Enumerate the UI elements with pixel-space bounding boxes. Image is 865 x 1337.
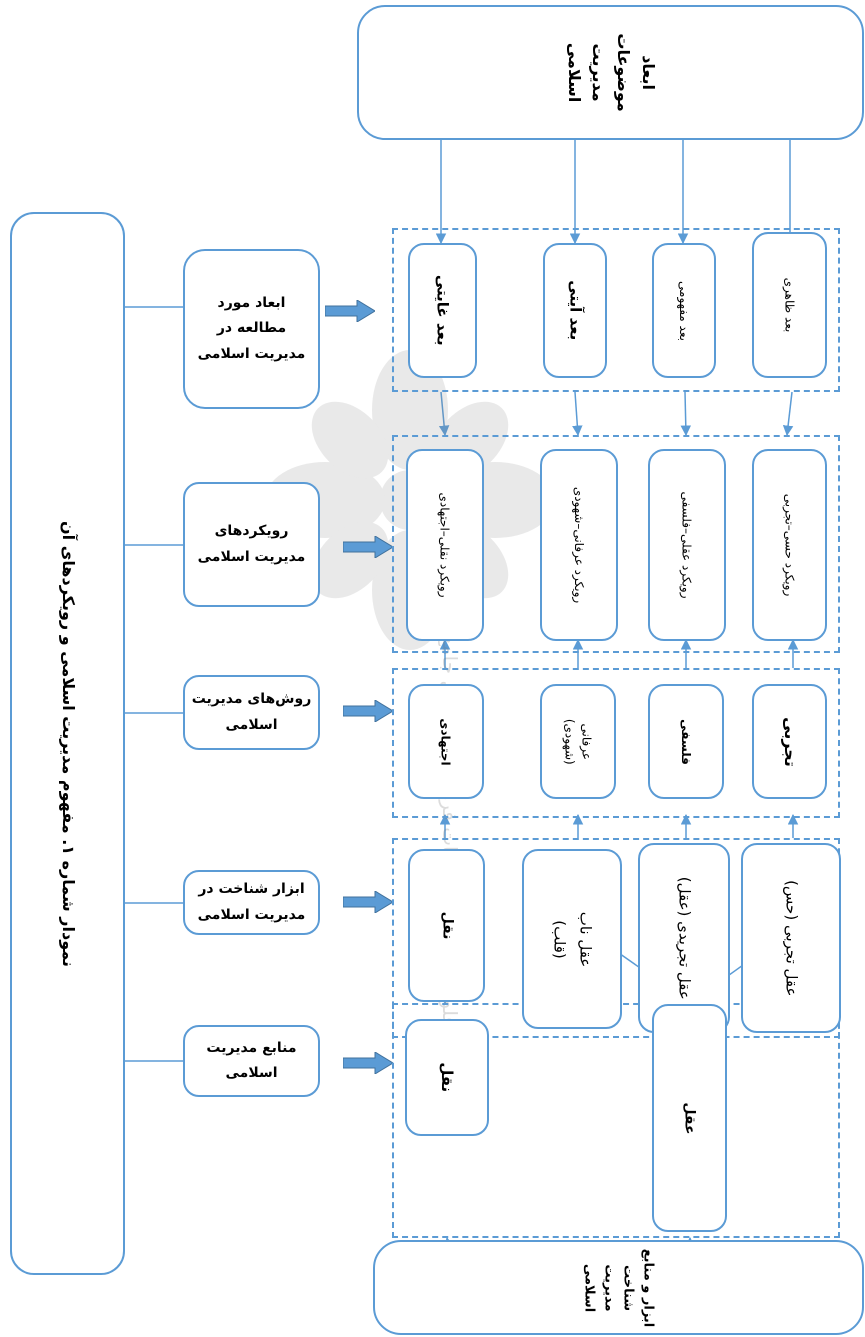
fat-arrow-methods: [343, 700, 393, 722]
top-box: ابعاد موضوعات مدیریت اسلامی: [357, 5, 864, 140]
dimension-ayati: بعد آیتی: [543, 243, 607, 378]
fat-arrow-tools: [343, 891, 393, 913]
approach-hessi-tajrobi: رویکرد حسی–تجربی: [752, 449, 827, 641]
tool-aql-naab: عقل ناب (قلب): [522, 849, 622, 1029]
tool-naql: نقل: [408, 849, 485, 1002]
method-ijtihadi: اجتهادی: [408, 684, 484, 799]
top-box-text: ابعاد موضوعات مدیریت اسلامی: [564, 33, 659, 112]
source-aql: عقل: [652, 1004, 727, 1232]
category-methods: روش‌های مدیریت اسلامی: [183, 675, 320, 750]
arrow-dim-to-app-3: [680, 391, 692, 437]
bottom-box-text: ابزار و منابع شناخت مدیریت اسلامی: [582, 1248, 656, 1327]
approach-naqli-ijtihadi: رویکرد نقلی–اجتهادی: [406, 449, 484, 641]
category-sources: منابع مدیریت اسلامی: [183, 1025, 320, 1097]
fat-arrow-sources: [343, 1052, 393, 1074]
fat-arrow-approaches: [343, 536, 393, 558]
dimension-zaheri: بعد ظاهری: [752, 232, 827, 378]
method-erfani: عرفانی (شهودی): [540, 684, 616, 799]
group-dimensions: [392, 228, 840, 392]
bottom-box: ابزار و منابع شناخت مدیریت اسلامی: [373, 1240, 864, 1335]
category-tools: ابزار شناخت در مدیریت اسلامی: [183, 870, 320, 935]
category-approaches: رویکردهای مدیریت اسلامی: [183, 482, 320, 607]
arrow-dim-to-app-4: [782, 391, 794, 437]
method-falsafi: فلسفی: [648, 684, 724, 799]
source-naql: نقل: [405, 1019, 489, 1136]
tool-aql-tajrobi: عقل تجربی (حس): [741, 843, 841, 1033]
dimension-mafhumi: بعد مفهومی: [652, 243, 716, 378]
fat-arrow-dimensions: [325, 300, 375, 322]
group-methods: [392, 668, 840, 818]
category-dimensions: ابعاد مورد مطالعه در مدیریت اسلامی: [183, 249, 320, 409]
method-tajrobi: تجربی: [752, 684, 827, 799]
dimension-ghayati: بعد غایتی: [408, 243, 477, 378]
approach-erfani-shohudi: رویکرد عرفانی–شهودی: [540, 449, 618, 641]
group-approaches: [392, 435, 840, 653]
approach-aqli-falsafi: رویکرد عقلی–فلسفی: [648, 449, 726, 641]
title-box: نمودار شماره ۱. مفهوم مدیریت اسلامی و رو…: [10, 212, 125, 1275]
tool-aql-tajridi: عقل تجریدی (عقل): [638, 843, 730, 1033]
diagram-title: نمودار شماره ۱. مفهوم مدیریت اسلامی و رو…: [58, 520, 78, 967]
